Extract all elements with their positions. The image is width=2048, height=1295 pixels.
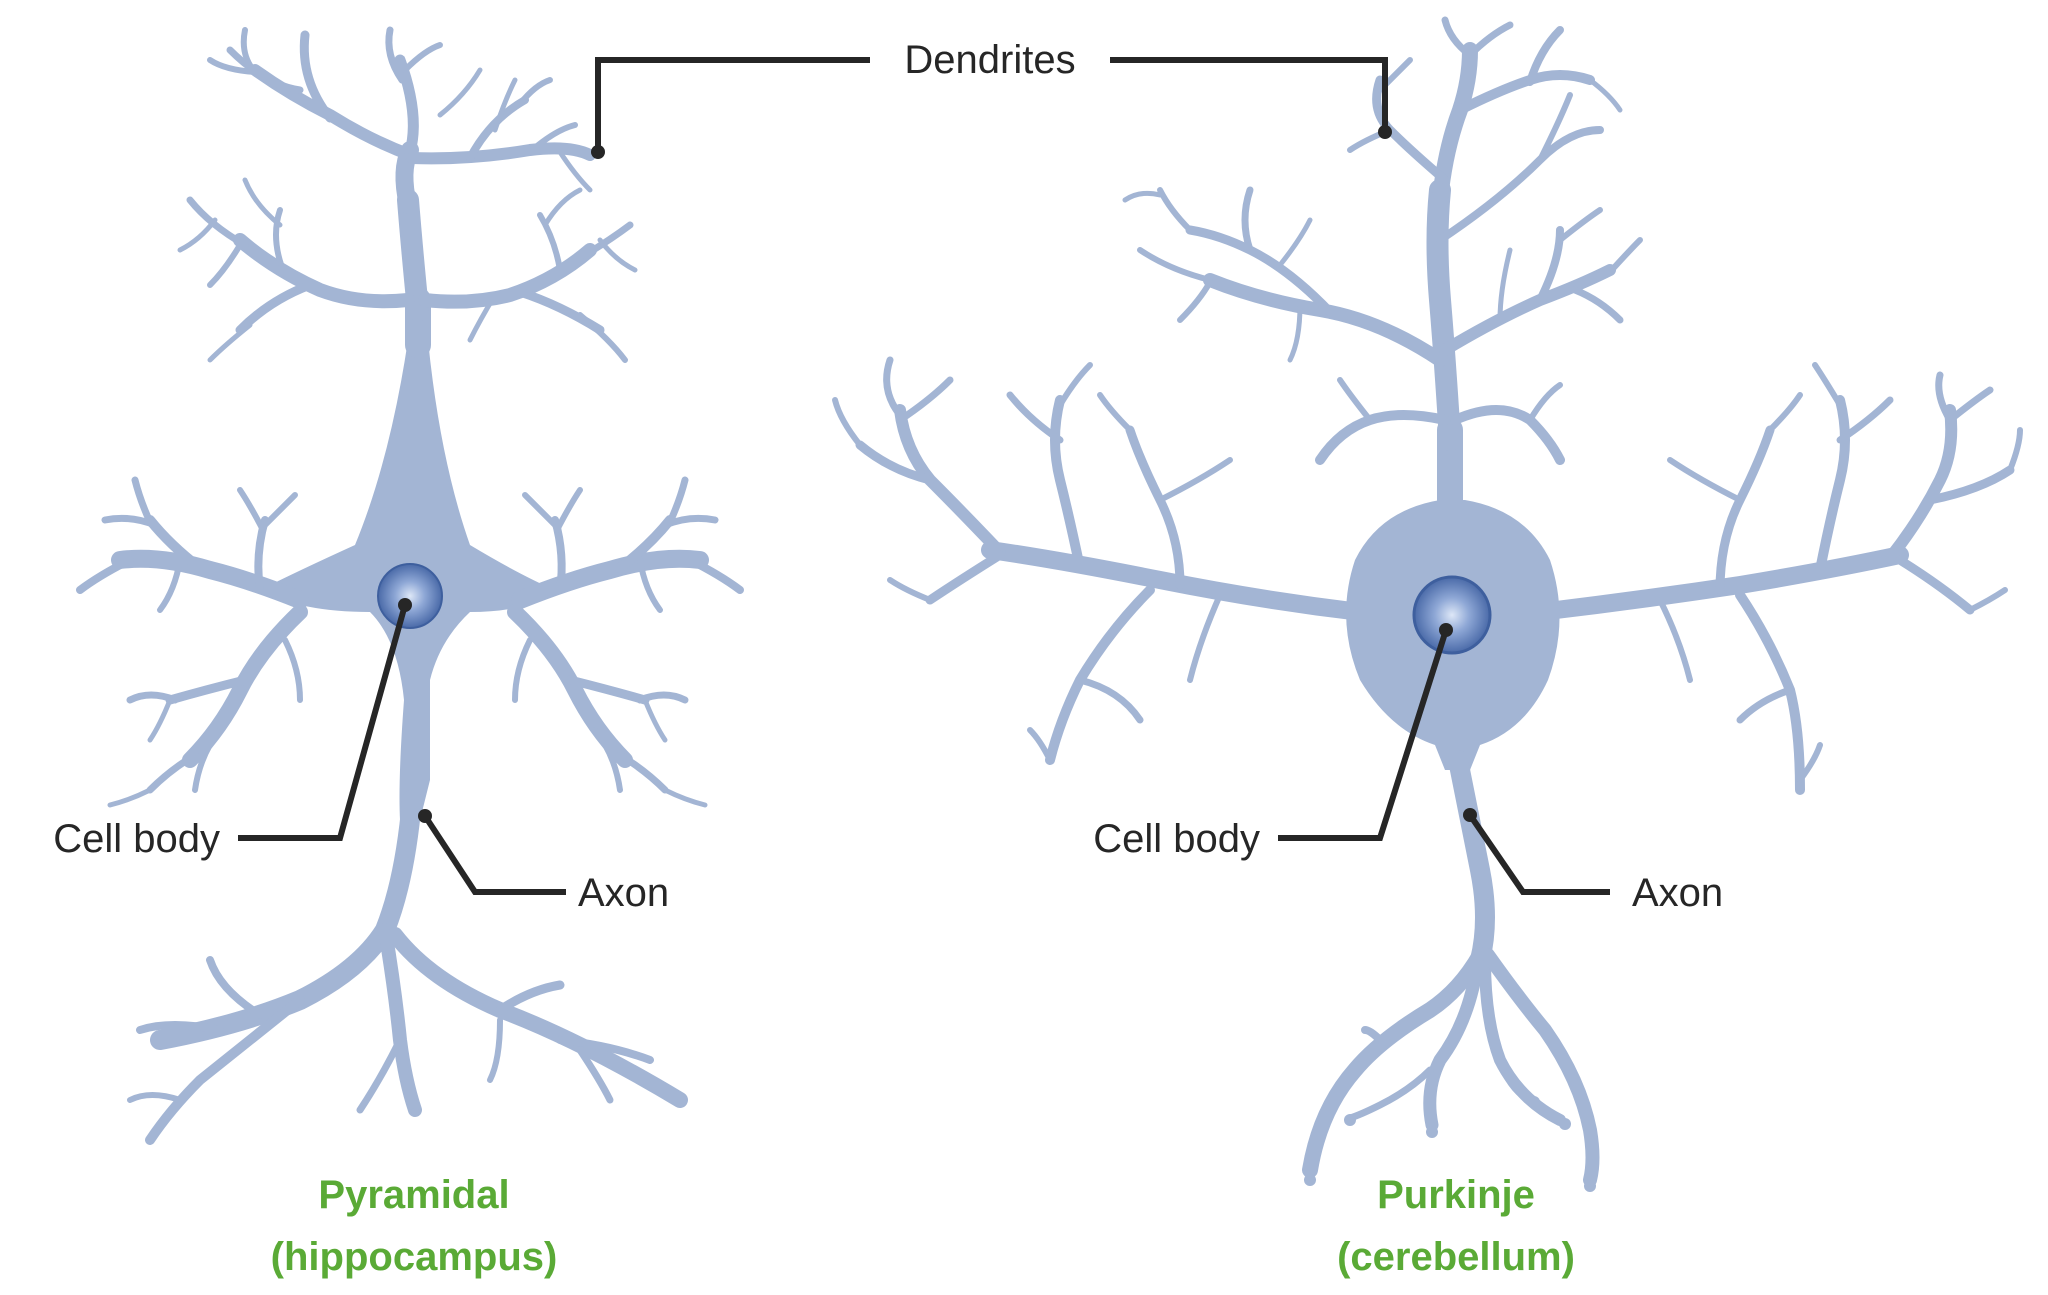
dendrites-leader-left <box>595 57 870 152</box>
dendrites-label: Dendrites <box>904 38 1075 82</box>
cell-body-label-right: Cell body <box>1093 817 1260 861</box>
cell-body-leader-right <box>1278 629 1449 841</box>
purkinje-dendrites <box>1122 16 1643 513</box>
pyramidal-neuron <box>76 26 744 1145</box>
pyramidal-caption-region: (hippocampus) <box>271 1235 558 1279</box>
purkinje-axon-terminals <box>1304 1096 1596 1192</box>
purkinje-caption-region: (cerebellum) <box>1337 1235 1575 1279</box>
purkinje-caption-name: Purkinje <box>1377 1173 1535 1217</box>
purkinje-lateral-dendrites <box>832 356 2023 795</box>
leader-lines <box>238 57 1610 895</box>
pyramidal-nucleus <box>377 563 443 629</box>
purkinje-neuron <box>832 16 2023 1192</box>
cell-body-label-left: Cell body <box>53 817 220 861</box>
pyramidal-apical-dendrites <box>177 26 638 363</box>
axon-leader-right <box>1467 813 1610 895</box>
axon-label-right: Axon <box>1632 871 1723 915</box>
axon-leader-left <box>422 814 566 895</box>
cell-body-leader-left <box>238 604 408 841</box>
purkinje-axon <box>1302 750 1600 1187</box>
dendrites-leader-right <box>1110 57 1388 132</box>
pyramidal-axon <box>127 790 688 1145</box>
leader-dots <box>398 125 1477 823</box>
pyramidal-caption-name: Pyramidal <box>318 1173 509 1217</box>
purkinje-nucleus <box>1412 575 1492 655</box>
axon-label-left: Axon <box>578 871 669 915</box>
pyramidal-basal-dendrites <box>76 476 744 808</box>
